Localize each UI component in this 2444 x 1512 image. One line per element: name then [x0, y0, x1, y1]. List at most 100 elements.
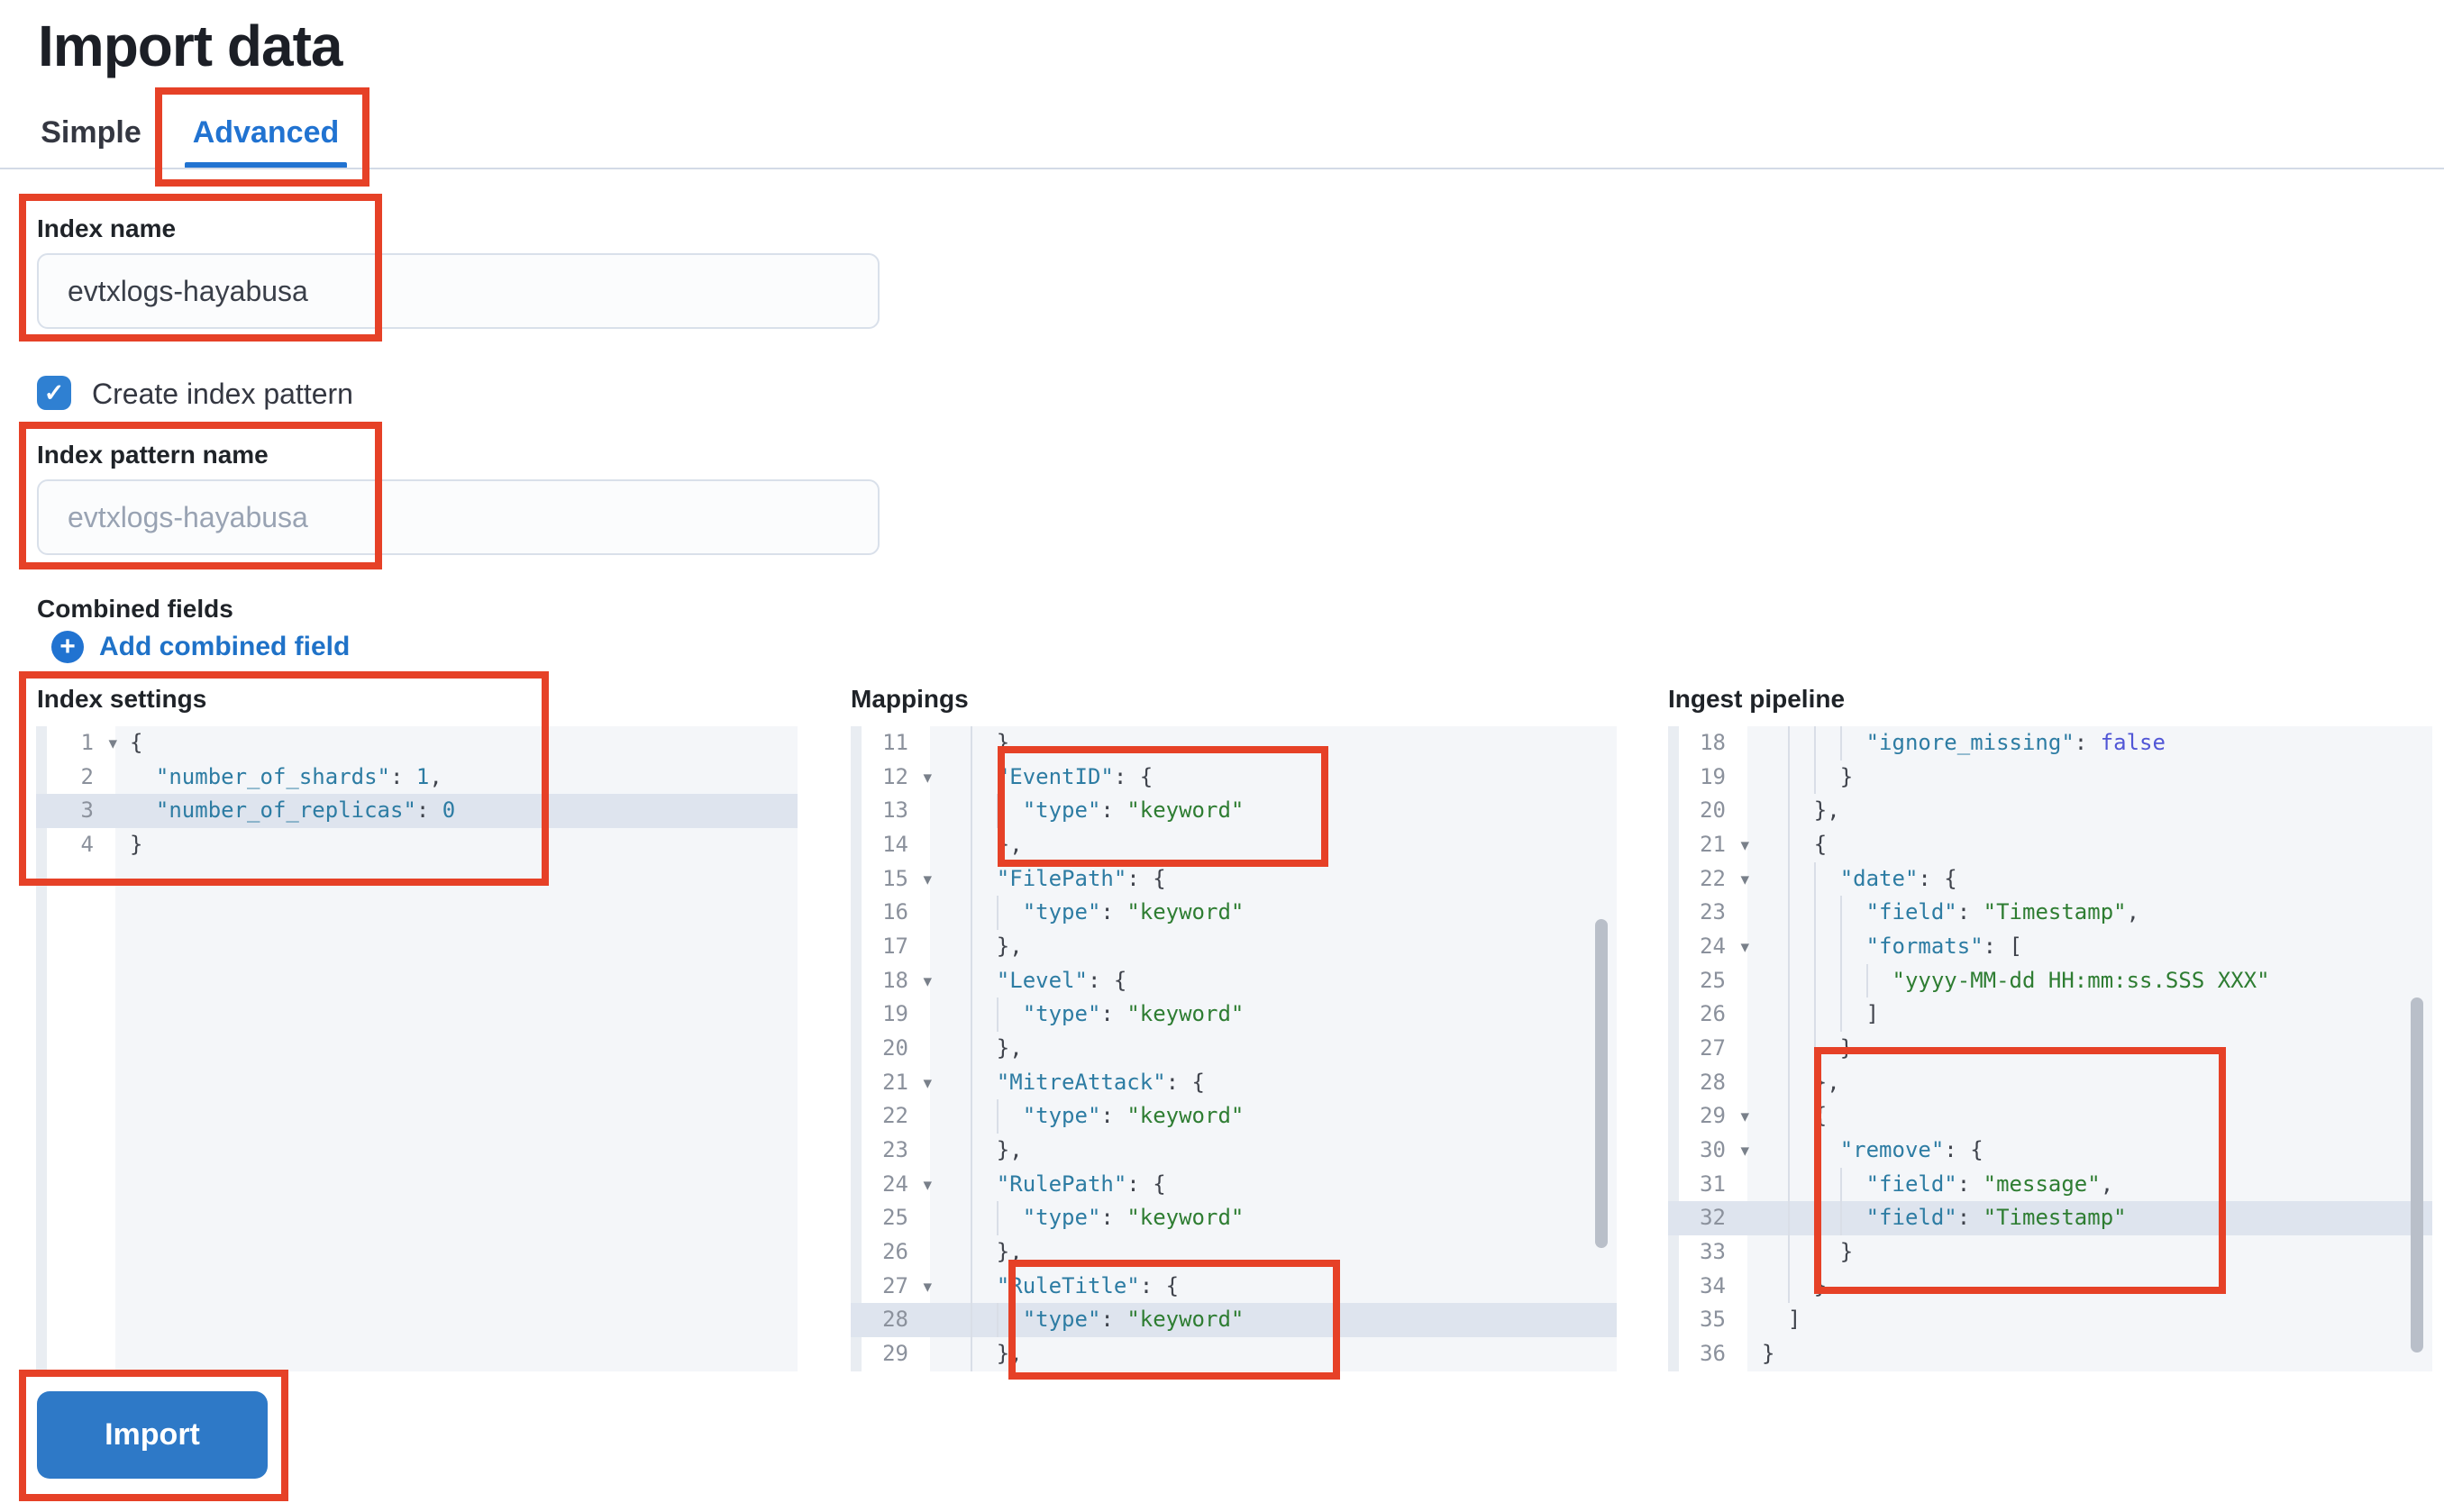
code-line[interactable]: 24▾ "formats": [: [1668, 930, 2432, 964]
fold-arrow-icon[interactable]: ▾: [923, 1072, 932, 1093]
code-line[interactable]: 31 "field": "message",: [1668, 1167, 2432, 1202]
editor-left-margin: [36, 726, 47, 1371]
indent-guide: [1787, 760, 1790, 795]
fold-arrow-icon[interactable]: ▾: [1740, 937, 1749, 958]
vertical-scrollbar-thumb[interactable]: [1595, 919, 1608, 1248]
index-pattern-name-input[interactable]: [37, 479, 880, 555]
code-text: },: [1747, 794, 2432, 829]
line-number: 28: [882, 1307, 908, 1333]
code-line[interactable]: 25 "yyyy-MM-dd HH:mm:ss.SSS XXX": [1668, 963, 2432, 998]
code-line[interactable]: 4}: [36, 828, 798, 862]
fold-arrow-icon[interactable]: ▾: [923, 1174, 932, 1195]
create-index-pattern-checkbox[interactable]: ✓: [37, 376, 71, 410]
line-number: 2: [80, 763, 94, 789]
code-text: "type": "keyword": [930, 896, 1617, 931]
code-line[interactable]: 11 },: [851, 726, 1617, 761]
code-line[interactable]: 22▾ "date": {: [1668, 861, 2432, 897]
code-line[interactable]: 20 },: [1668, 794, 2432, 829]
code-line-active[interactable]: 32 "field": "Timestamp": [1668, 1201, 2432, 1236]
code-line[interactable]: 26 ]: [1668, 997, 2432, 1033]
fold-arrow-icon[interactable]: ▾: [923, 767, 932, 788]
code-text: }: [1762, 1341, 1775, 1367]
code-line[interactable]: 13 "type": "keyword": [851, 794, 1617, 829]
code-line-active[interactable]: 28 "type": "keyword": [851, 1303, 1617, 1338]
indent-guide: [1787, 896, 1790, 931]
line-number: 34: [1700, 1272, 1726, 1298]
indent-guide: [1813, 1032, 1816, 1066]
code-line[interactable]: 30▾ "remove": {: [1668, 1134, 2432, 1168]
fold-arrow-icon[interactable]: ▾: [1740, 1107, 1749, 1127]
code-line[interactable]: 19 }: [1668, 760, 2432, 795]
code-line[interactable]: 17 },: [851, 930, 1617, 964]
indent-guide: [1787, 1099, 1790, 1134]
create-index-pattern-label[interactable]: Create index pattern: [92, 378, 353, 410]
fold-arrow-icon[interactable]: ▾: [108, 733, 117, 753]
indent-guide: [1787, 963, 1790, 998]
code-line[interactable]: 12▾ "EventID": {: [851, 760, 1617, 795]
code-line[interactable]: 35 ]: [1668, 1303, 2432, 1337]
fold-arrow-icon[interactable]: ▾: [1740, 869, 1749, 889]
fold-arrow-icon[interactable]: ▾: [923, 970, 932, 991]
vertical-scrollbar-thumb[interactable]: [2411, 997, 2423, 1353]
line-number: 33: [1700, 1239, 1726, 1265]
add-combined-field-link[interactable]: Add combined field: [99, 632, 351, 661]
code-text: },: [930, 1235, 1617, 1270]
tab-advanced[interactable]: Advanced: [192, 114, 340, 150]
indent-guide: [1839, 1201, 1842, 1236]
code-line[interactable]: 23 "field": "Timestamp",: [1668, 896, 2432, 931]
fold-arrow-icon[interactable]: ▾: [923, 869, 932, 889]
code-line[interactable]: 24▾ "RulePath": {: [851, 1167, 1617, 1202]
line-number: 19: [1700, 763, 1726, 789]
fold-arrow-icon[interactable]: ▾: [1740, 1141, 1749, 1161]
code-text: }: [1747, 1032, 2432, 1066]
line-number: 13: [882, 797, 908, 824]
code-line[interactable]: 27 }: [1668, 1032, 2432, 1066]
line-number: 30▾: [1668, 1134, 1749, 1168]
code-line[interactable]: 19 "type": "keyword": [851, 997, 1617, 1033]
code-line[interactable]: 14 },: [851, 828, 1617, 862]
code-line[interactable]: 20 },: [851, 1032, 1617, 1066]
index-settings-code-editor[interactable]: 1▾{2 "number_of_shards": 1,3 "number_of_…: [36, 726, 798, 1371]
editor-gutter: [862, 726, 930, 1371]
code-line[interactable]: 15▾ "FilePath": {: [851, 861, 1617, 897]
code-line[interactable]: 2 "number_of_shards": 1,: [36, 761, 798, 795]
code-line[interactable]: 21▾ {: [1668, 828, 2432, 862]
code-line[interactable]: 33 }: [1668, 1235, 2432, 1270]
code-line[interactable]: 29▾ {: [1668, 1099, 2432, 1134]
indent-guide: [970, 861, 972, 897]
fold-arrow-icon[interactable]: ▾: [923, 1276, 932, 1297]
code-line[interactable]: 1▾{: [36, 726, 798, 761]
code-line[interactable]: 25 "type": "keyword": [851, 1201, 1617, 1236]
code-line[interactable]: 16 "type": "keyword": [851, 896, 1617, 931]
code-line[interactable]: 18 "ignore_missing": false: [1668, 726, 2432, 761]
indent-guide: [970, 828, 972, 862]
code-line[interactable]: 21▾ "MitreAttack": {: [851, 1065, 1617, 1100]
line-number: 25: [1700, 967, 1726, 993]
indent-guide: [996, 1201, 999, 1236]
code-line[interactable]: 18▾ "Level": {: [851, 963, 1617, 998]
code-line[interactable]: 36}: [1668, 1337, 2432, 1371]
code-text: "type": "keyword": [930, 794, 1617, 829]
indent-guide: [1813, 1201, 1816, 1236]
code-line[interactable]: 23 },: [851, 1134, 1617, 1168]
fold-arrow-icon[interactable]: ▾: [1740, 835, 1749, 856]
code-line[interactable]: 26 },: [851, 1235, 1617, 1270]
code-line[interactable]: 22 "type": "keyword": [851, 1099, 1617, 1134]
code-line-active[interactable]: 3 "number_of_replicas": 0: [36, 794, 798, 829]
code-text: },: [930, 1032, 1617, 1066]
mappings-code-editor[interactable]: 11 },12▾ "EventID": {13 "type": "keyword…: [851, 726, 1617, 1371]
line-number: 21▾: [851, 1066, 932, 1100]
index-name-input[interactable]: [37, 253, 880, 329]
code-line[interactable]: 29 },: [851, 1337, 1617, 1371]
code-line[interactable]: 34 }: [1668, 1269, 2432, 1304]
line-number: 20: [1700, 797, 1726, 824]
code-text: "type": "keyword": [930, 1099, 1617, 1134]
import-button[interactable]: Import: [37, 1391, 268, 1479]
code-line[interactable]: 27▾ "RuleTitle": {: [851, 1269, 1617, 1304]
tab-simple[interactable]: Simple: [41, 114, 141, 150]
add-combined-field-button[interactable]: + Add combined field: [51, 631, 350, 663]
code-line[interactable]: 28 },: [1668, 1065, 2432, 1100]
line-number: 31: [1700, 1170, 1726, 1197]
index-settings-label: Index settings: [37, 685, 207, 713]
